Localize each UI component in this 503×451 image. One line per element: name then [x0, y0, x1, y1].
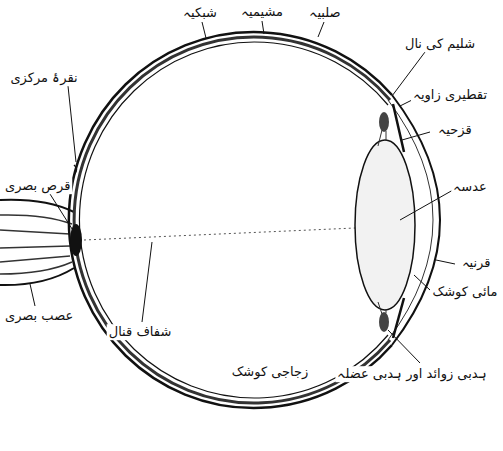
part-label: قزحیہ [436, 122, 473, 138]
part-label: شفاف قنال [107, 324, 174, 340]
part-label: عدسہ [451, 179, 488, 195]
part-label: شبکیہ [181, 5, 219, 21]
part-label: مائی کوشک [431, 284, 500, 300]
part-label: قرص بصری [3, 178, 72, 194]
part-label: مشیمیہ [239, 4, 285, 20]
part-label: ہدبی زوائد اور ہدبی عضلہ [335, 366, 488, 382]
part-label: تقطیری زاویہ [411, 87, 489, 103]
part-label: قرنیہ [460, 255, 493, 271]
part-label: نقرۂ مرکزی [8, 70, 79, 86]
part-label: زجاجی کوشک [230, 364, 311, 380]
part-label: عصب بصری [3, 308, 75, 324]
part-label: صلبیہ [307, 5, 342, 21]
part-label: شلیم کی نال [403, 36, 477, 52]
